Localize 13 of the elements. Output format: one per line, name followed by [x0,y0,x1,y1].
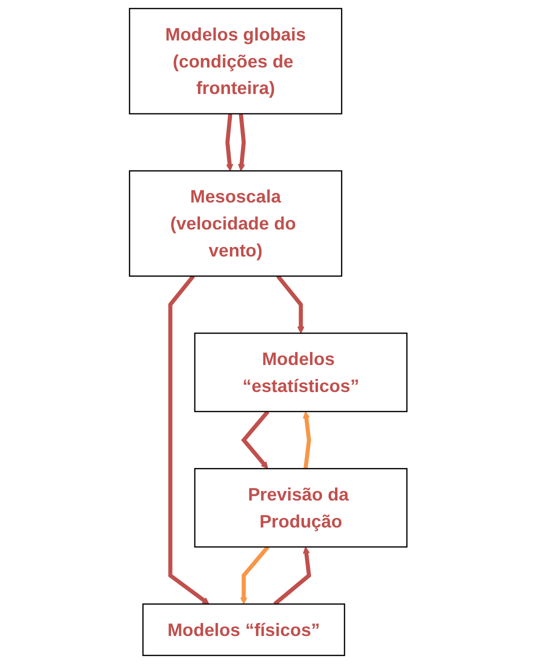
node-box: Previsão da Produção [194,468,408,548]
arrow [238,114,246,172]
arrow [225,114,233,172]
node-box: Modelos “estatísticos” [194,332,408,412]
arrow [168,274,210,604]
arrow [273,546,311,606]
node-box: Mesoscala (velocidade do vento) [128,170,342,277]
arrow [276,274,304,334]
arrow [302,411,311,469]
arrow [240,410,270,469]
node-box: Modelos “físicos” [142,603,345,656]
node-box: Modelos globais (condições de fronteira) [128,8,342,114]
arrow [240,546,270,604]
